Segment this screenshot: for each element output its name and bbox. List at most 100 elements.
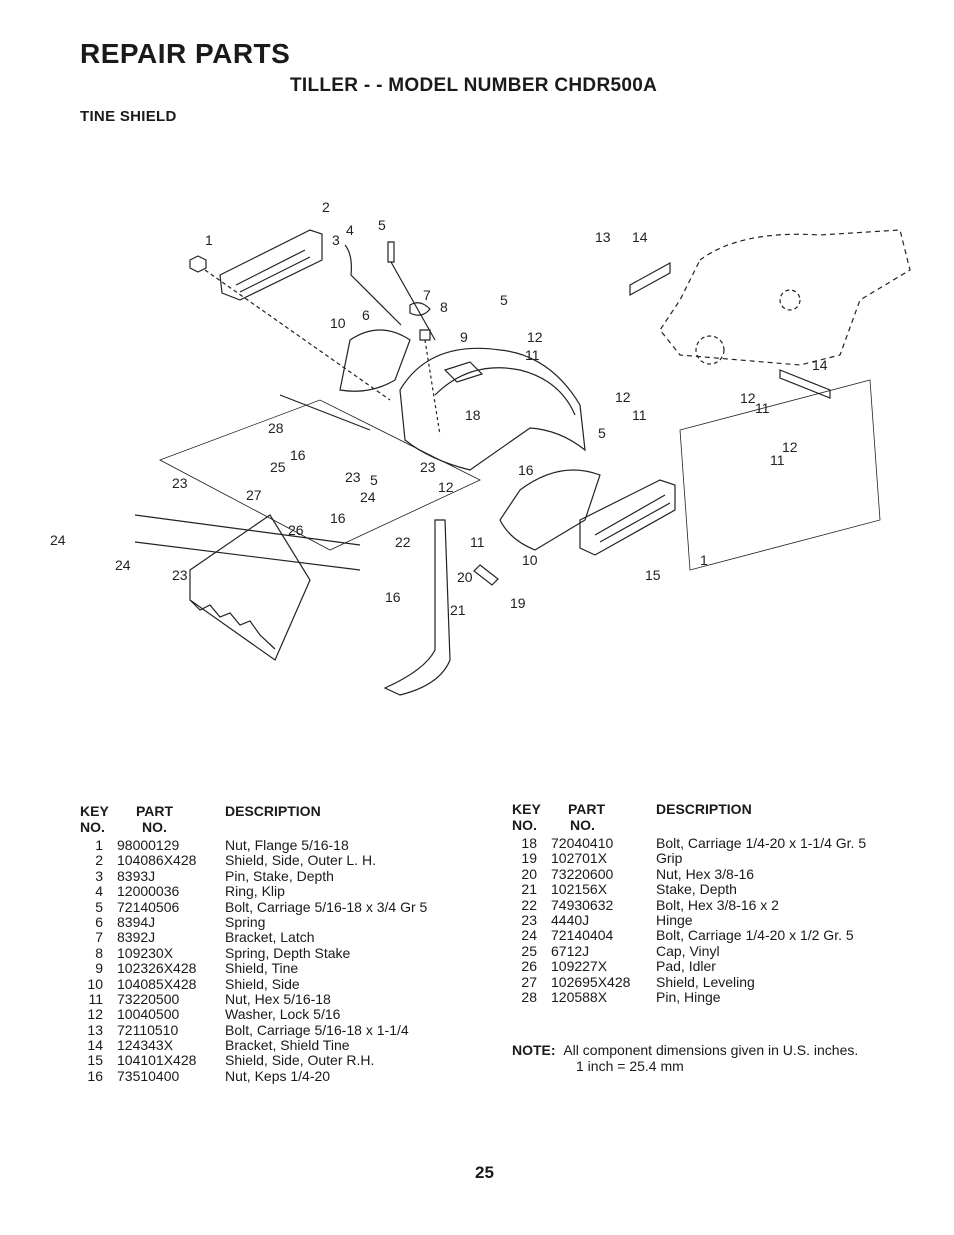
part-description: Bracket, Latch bbox=[225, 929, 315, 946]
part-number: 4440J bbox=[551, 911, 590, 928]
part-number: 109230X bbox=[117, 944, 174, 961]
svg-text:14: 14 bbox=[632, 229, 648, 245]
svg-text:25: 25 bbox=[270, 459, 286, 475]
svg-text:18: 18 bbox=[465, 407, 481, 423]
key-number: 15 bbox=[87, 1052, 103, 1069]
key-number: 5 bbox=[95, 898, 103, 915]
svg-text:11: 11 bbox=[632, 407, 647, 423]
part-description: Shield, Leveling bbox=[656, 973, 755, 990]
part-description: Shield, Side, Outer R.H. bbox=[225, 1052, 375, 1069]
part-description: Ring, Klip bbox=[225, 883, 285, 900]
svg-text:24: 24 bbox=[115, 557, 131, 573]
key-number: 11 bbox=[88, 990, 103, 1007]
svg-text:20: 20 bbox=[457, 569, 473, 585]
model-subtitle: TILLER - - MODEL NUMBER CHDR500A bbox=[290, 75, 658, 96]
svg-text:10: 10 bbox=[330, 315, 346, 331]
svg-text:6: 6 bbox=[362, 307, 370, 323]
header-key: KEY bbox=[80, 803, 109, 819]
svg-text:23: 23 bbox=[172, 567, 188, 583]
part-description: Pin, Stake, Depth bbox=[225, 867, 334, 884]
part-number: 8392J bbox=[117, 929, 156, 946]
part-description: Shield, Side, Outer L. H. bbox=[225, 852, 376, 869]
part-number: 74930632 bbox=[551, 896, 614, 913]
svg-text:28: 28 bbox=[268, 420, 284, 436]
svg-text:24: 24 bbox=[50, 532, 66, 548]
part-number: 72040410 bbox=[551, 835, 614, 851]
part-description: Bolt, Carriage 5/16-18 x 1-1/4 bbox=[225, 1021, 409, 1038]
svg-text:26: 26 bbox=[288, 522, 304, 538]
part-number: 73220600 bbox=[551, 865, 614, 882]
svg-text:2: 2 bbox=[322, 199, 330, 215]
key-number: 20 bbox=[521, 865, 537, 882]
svg-text:23: 23 bbox=[172, 475, 188, 491]
svg-text:5: 5 bbox=[378, 217, 386, 233]
part-description: Cap, Vinyl bbox=[656, 942, 720, 959]
key-number: 2 bbox=[95, 852, 103, 869]
part-description: Nut, Keps 1/4-20 bbox=[225, 1067, 331, 1084]
svg-text:12: 12 bbox=[615, 389, 631, 405]
svg-text:3: 3 bbox=[332, 232, 340, 248]
key-number: 23 bbox=[521, 911, 537, 928]
part-number: 104085X428 bbox=[117, 975, 197, 992]
svg-text:5: 5 bbox=[370, 472, 378, 488]
header-description: DESCRIPTION bbox=[656, 801, 752, 817]
key-number: 7 bbox=[95, 929, 103, 946]
key-number: 28 bbox=[521, 988, 537, 1005]
part-description: Pad, Idler bbox=[656, 958, 716, 975]
svg-text:21: 21 bbox=[450, 602, 466, 618]
svg-text:1: 1 bbox=[205, 232, 213, 248]
exploded-parts-diagram: 2 1 3 4 5 7 8 6 10 9 5 13 14 12 11 14 12… bbox=[40, 190, 920, 710]
callout-labels: 2 1 3 4 5 7 8 6 10 9 5 13 14 12 11 14 12… bbox=[50, 199, 828, 618]
svg-text:13: 13 bbox=[595, 229, 611, 245]
svg-text:11: 11 bbox=[470, 534, 485, 550]
svg-text:11: 11 bbox=[755, 400, 770, 416]
part-description: Bolt, Carriage 5/16-18 x 3/4 Gr 5 bbox=[225, 898, 428, 915]
key-number: 10 bbox=[87, 975, 103, 992]
key-number: 12 bbox=[87, 1006, 103, 1023]
svg-text:5: 5 bbox=[500, 292, 508, 308]
part-number: 98000129 bbox=[117, 837, 180, 853]
part-description: Washer, Lock 5/16 bbox=[225, 1006, 341, 1023]
svg-text:12: 12 bbox=[740, 390, 756, 406]
part-number: 73510400 bbox=[117, 1067, 180, 1084]
page-title: REPAIR PARTS bbox=[80, 38, 291, 69]
tine-shield-drawing: 2 1 3 4 5 7 8 6 10 9 5 13 14 12 11 14 12… bbox=[50, 199, 911, 696]
part-number: 120588X bbox=[551, 988, 608, 1005]
part-description: Shield, Side bbox=[225, 975, 300, 992]
section-heading: TINE SHIELD bbox=[80, 108, 177, 125]
header-part: PART bbox=[136, 803, 174, 819]
part-number: 102156X bbox=[551, 881, 608, 898]
table-row: 7 8392J Bracket, Latch bbox=[80, 929, 480, 946]
part-description: Spring, Depth Stake bbox=[225, 944, 351, 961]
part-description: Stake, Depth bbox=[656, 881, 737, 898]
key-number: 14 bbox=[87, 1037, 103, 1054]
svg-text:11: 11 bbox=[525, 347, 540, 363]
svg-text:4: 4 bbox=[346, 222, 354, 238]
part-description: Shield, Tine bbox=[225, 960, 299, 977]
svg-text:15: 15 bbox=[645, 567, 661, 583]
svg-text:24: 24 bbox=[360, 489, 376, 505]
key-number: 16 bbox=[87, 1067, 103, 1084]
table-row: 20 73220600 Nut, Hex 3/8-16 bbox=[512, 865, 922, 882]
side-shield-left-shape bbox=[219, 229, 323, 301]
svg-text:16: 16 bbox=[290, 447, 306, 463]
table-row: 16 73510400 Nut, Keps 1/4-20 bbox=[80, 1067, 480, 1084]
svg-text:27: 27 bbox=[246, 487, 262, 503]
key-number: 26 bbox=[521, 958, 537, 975]
part-number: 73220500 bbox=[117, 990, 180, 1007]
key-number: 25 bbox=[521, 942, 537, 959]
part-description: Bolt, Hex 3/8-16 x 2 bbox=[656, 896, 779, 913]
svg-text:8: 8 bbox=[440, 299, 448, 315]
part-description: Nut, Hex 3/8-16 bbox=[656, 865, 755, 882]
